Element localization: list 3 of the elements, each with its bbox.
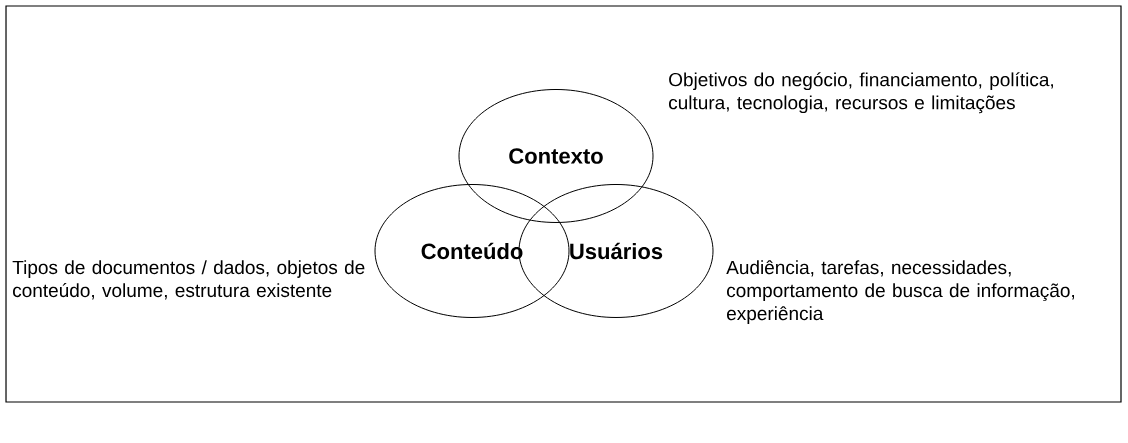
description-text: Tipos de documentos / dados, objetos de conteúdo, volume, estrutura existente <box>12 260 365 300</box>
description-text: Objetivos do negócio, financiamento, política, cultura, tecnologia, recursos e limitações <box>669 72 1053 114</box>
description-text: Audiência, tarefas, necessidades, comportamento de busca de informação, experiência <box>726 260 1074 324</box>
